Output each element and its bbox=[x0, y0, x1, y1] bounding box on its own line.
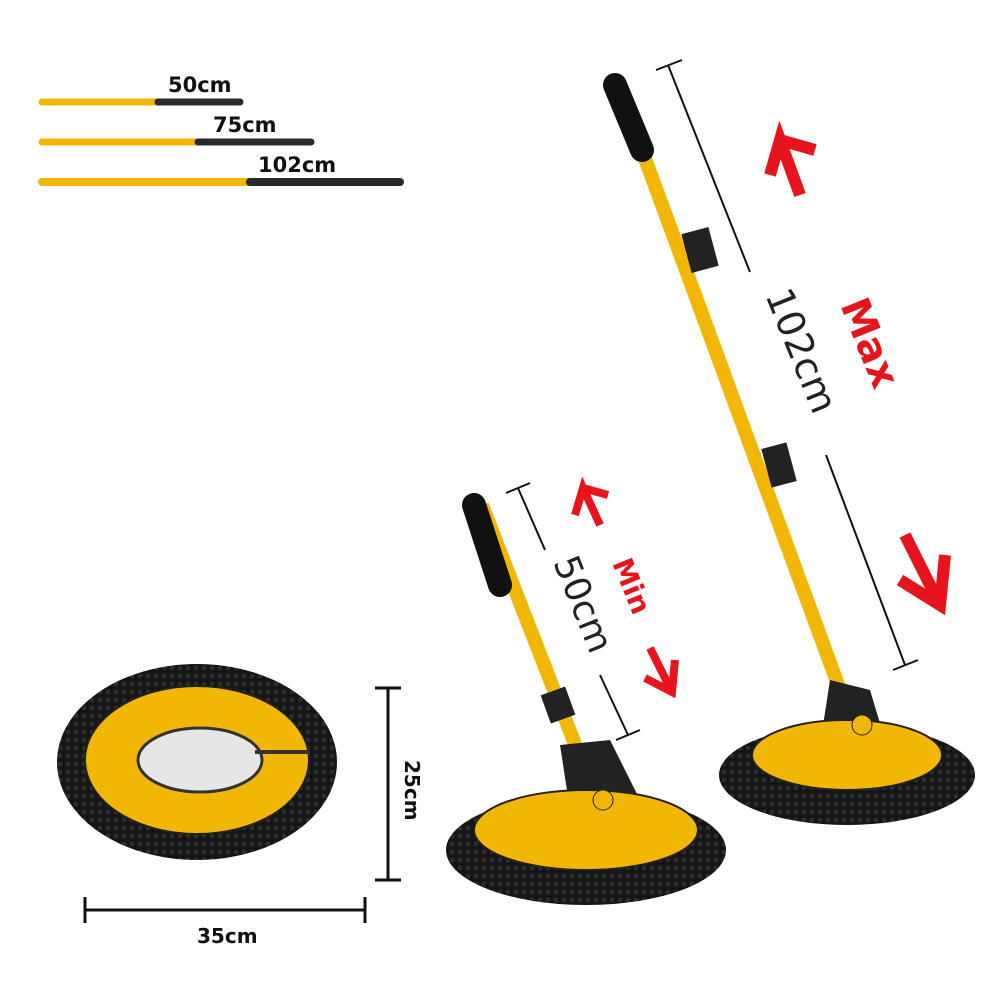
arrow-down-icon bbox=[896, 532, 951, 616]
head-width-label: 35cm bbox=[197, 924, 258, 948]
arrow-up-icon bbox=[764, 120, 817, 198]
length-bar-75: 75cm bbox=[38, 113, 315, 146]
length-label-50: 50cm bbox=[168, 73, 232, 97]
width-dimension: 35cm bbox=[83, 897, 367, 948]
max-length-label: 102cm bbox=[757, 282, 847, 419]
min-dimension: 50cm Min bbox=[505, 476, 679, 741]
mop-max bbox=[603, 73, 975, 825]
length-label-75: 75cm bbox=[213, 113, 277, 137]
length-label-102: 102cm bbox=[258, 153, 336, 177]
mop-head-top-view bbox=[57, 664, 337, 860]
arrow-up-icon bbox=[571, 476, 610, 527]
length-bar-102: 102cm bbox=[38, 153, 404, 186]
min-label: Min bbox=[606, 553, 658, 619]
max-label: Max bbox=[831, 292, 908, 395]
mop-min bbox=[446, 493, 726, 905]
height-dimension: 25cm bbox=[375, 686, 424, 882]
head-height-label: 25cm bbox=[400, 760, 424, 821]
length-bar-50: 50cm bbox=[38, 73, 244, 106]
arrow-down-icon bbox=[643, 646, 679, 699]
